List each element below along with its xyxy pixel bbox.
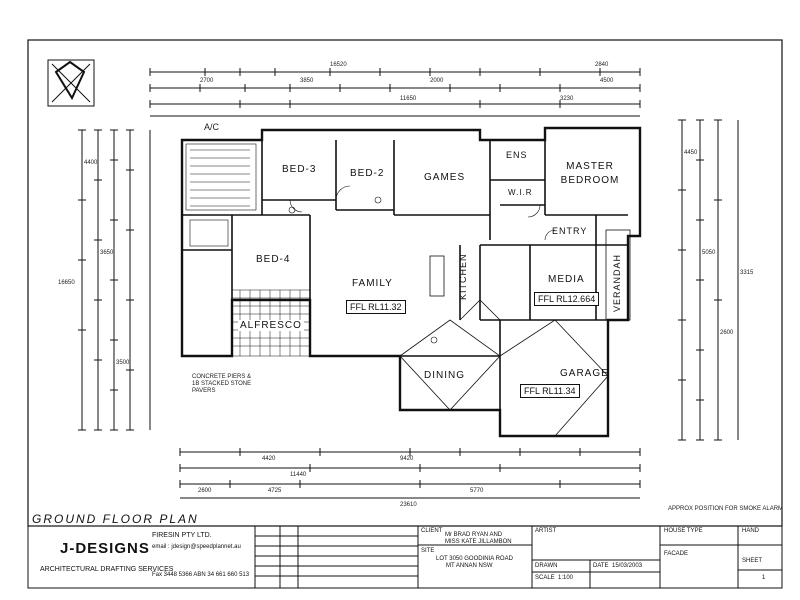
company-tagline: ARCHITECTURAL DRAFTING SERVICES	[40, 566, 174, 573]
firm-email: email : jdesign@speedplannet.au	[152, 544, 241, 550]
dim-right-4: 3315	[740, 270, 754, 276]
north-arrow-icon	[47, 59, 95, 107]
room-dining: DINING	[424, 370, 465, 381]
sheet-number: 1	[762, 575, 766, 581]
dim-right-1: 4450	[684, 150, 698, 156]
house-type-label: HOUSE TYPE	[664, 528, 703, 534]
dim-bottom-3: 5770	[470, 488, 484, 494]
firm-contact: Fax 3448 5366 ABN 34 661 660 513	[152, 572, 250, 578]
site-address-2: MT ANNAN NSW	[446, 563, 493, 569]
drawn-label: DRAWN	[535, 563, 558, 569]
dim-bottom-5: 11440	[290, 472, 307, 478]
dim-row-3: 2000	[430, 78, 444, 84]
site-address: LOT 3050 GOODINIA ROAD	[436, 556, 513, 562]
dim-bottom-1: 4420	[262, 456, 276, 462]
room-entry: ENTRY	[552, 226, 588, 236]
dim-bottom-4: 9420	[400, 456, 414, 462]
room-ens: ENS	[506, 150, 528, 160]
site-label: SITE	[421, 548, 435, 554]
note-ac: A/C	[204, 122, 220, 132]
dim-left-2: 3650	[100, 250, 114, 256]
dim-top-main: 11650	[400, 96, 417, 102]
note-smoke-alarm: APPROX POSITION FOR SMOKE ALARM	[668, 506, 784, 512]
room-bed3: BED-3	[282, 164, 317, 175]
room-media: MEDIA	[548, 274, 585, 285]
date-label: DATE	[593, 563, 609, 569]
dim-bottom-2: 4725	[268, 488, 282, 494]
dim-row-4: 4500	[600, 78, 614, 84]
artist-label: ARTIST	[535, 528, 557, 534]
dim-right-2: 5050	[702, 250, 716, 256]
dim-top-overall: 16520	[330, 62, 347, 68]
room-games: GAMES	[424, 172, 466, 183]
dim-row-2: 3850	[300, 78, 314, 84]
dim-top-right-b: 2840	[595, 62, 609, 68]
date-value: 15/03/2003	[612, 563, 643, 569]
hand-label: HAND	[742, 528, 760, 534]
room-kitchen: KITCHEN	[458, 253, 468, 300]
plan-title: GROUND FLOOR PLAN	[32, 512, 199, 526]
room-bed4: BED-4	[256, 254, 291, 265]
room-wir: W.I.R	[508, 188, 533, 197]
dim-left-3: 3500	[116, 360, 130, 366]
dim-left-1: 4400	[84, 160, 98, 166]
level-garage: FFL RL11.34	[520, 384, 580, 398]
dim-row-1: 2700	[200, 78, 214, 84]
room-garage: GARAGE	[560, 368, 609, 379]
company-logo-text: J-DESIGNS	[60, 540, 150, 557]
facade-label: FACADE	[664, 551, 689, 557]
dim-left-overall: 16650	[58, 280, 75, 286]
room-alfresco: ALFRESCO	[238, 320, 304, 331]
scale-value: 1:100	[558, 575, 574, 581]
room-bed2: BED-2	[350, 168, 385, 179]
level-media: FFL RL12.664	[534, 292, 600, 306]
room-family: FAMILY	[352, 278, 393, 289]
dim-right-3: 2600	[720, 330, 734, 336]
dim-bottom-overall: 23610	[400, 502, 417, 508]
note-piers: CONCRETE PIERS & 1B STACKED STONE PAVERS	[192, 374, 252, 394]
client-name: Mr BRAD RYAN AND	[445, 532, 503, 538]
room-master-bedroom: MASTER BEDROOM	[560, 161, 620, 186]
dim-top-right-a: 3230	[560, 96, 574, 102]
scale-label: SCALE	[535, 575, 555, 581]
level-family: FFL RL11.32	[346, 300, 406, 314]
sheet-label: SHEET	[742, 558, 763, 564]
firm-name: FIRESIN PTY LTD.	[152, 532, 212, 539]
client-name-2: MISS KATE JILLAMBON	[445, 539, 512, 545]
room-verandah: VERANDAH	[612, 253, 622, 312]
client-label: CLIENT	[421, 528, 443, 534]
dim-bottom-6: 2600	[198, 488, 212, 494]
